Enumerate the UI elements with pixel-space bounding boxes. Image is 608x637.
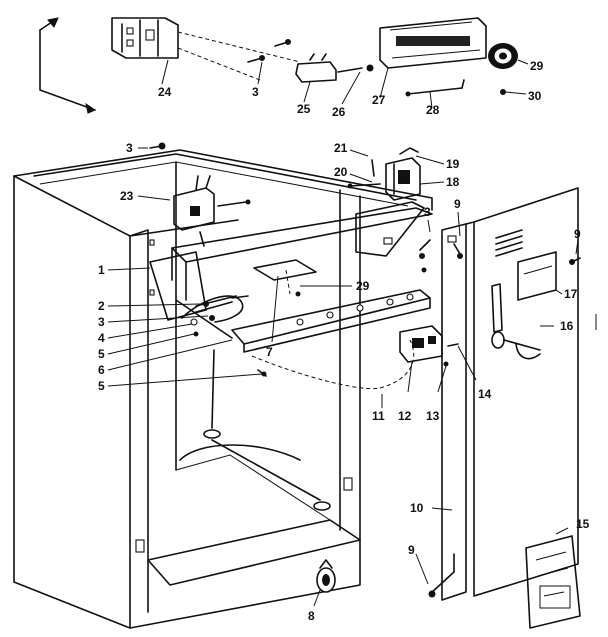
part-label-11: 11 [372,409,385,423]
part-label-27: 28 [426,103,440,117]
part-label-18: 18 [446,175,460,189]
part-label-9-bottom: 9 [408,543,415,557]
leader-lines [107,59,597,607]
part-label-10: 10 [410,501,424,515]
part-label-8: 8 [308,609,315,623]
part-label-23: 24 [158,85,172,99]
part-label-28: 29 [530,59,544,73]
part-label-4: 4 [98,331,105,345]
bracket-22 [173,175,251,247]
part-label-15: 15 [576,517,590,531]
part-label-13: 13 [426,409,440,423]
part-label-16: 16 [560,319,574,333]
part-label-21: 21 [334,141,348,155]
part-label-9-right: 9 [574,227,581,241]
knob-28 [488,43,518,69]
part-label-14: 14 [478,387,492,401]
part-label-3-mid: 3 [98,315,105,329]
timer-bracket-23 [111,17,179,59]
control-panel-assembly [39,17,518,114]
part-label-12: 12 [398,409,412,423]
part-label-6: 6 [98,363,105,377]
part-label-9-mid: 9 [454,197,461,211]
switch-24 [295,53,337,83]
part-label-26: 27 [372,93,386,107]
part-label-3-right: 3 [424,205,431,219]
relay-12 [399,325,443,363]
part-label-5-upper: 5 [98,347,105,361]
part-label-17: 17 [564,287,578,301]
part-label-25: 26 [332,105,346,119]
part-label-20: 20 [334,165,348,179]
manual-15 [525,535,581,629]
part-label-29: 29 [356,279,370,293]
bracket-18 [347,147,421,201]
top-rail-assembly [149,207,433,390]
part-label-7: 7 [266,345,273,359]
part-label-3-left: 3 [126,141,133,155]
part-label-1: 1 [98,263,105,277]
part-label-24: 25 [297,102,311,116]
part-label-30: 30 [528,89,542,103]
part-labels: 24 3 25 26 27 28 29 30 3 23 1 2 3 4 5 6 … [98,59,590,623]
part-label-5-lower: 5 [98,379,105,393]
part-label-22: 23 [120,189,134,203]
label-29 [253,259,317,297]
part-label-3-top: 3 [252,85,259,99]
console-panel-26 [379,17,487,69]
front-panel-10 [428,223,467,601]
part-label-2: 2 [98,299,105,313]
caster-8 [316,559,336,593]
part-label-19: 19 [446,157,460,171]
